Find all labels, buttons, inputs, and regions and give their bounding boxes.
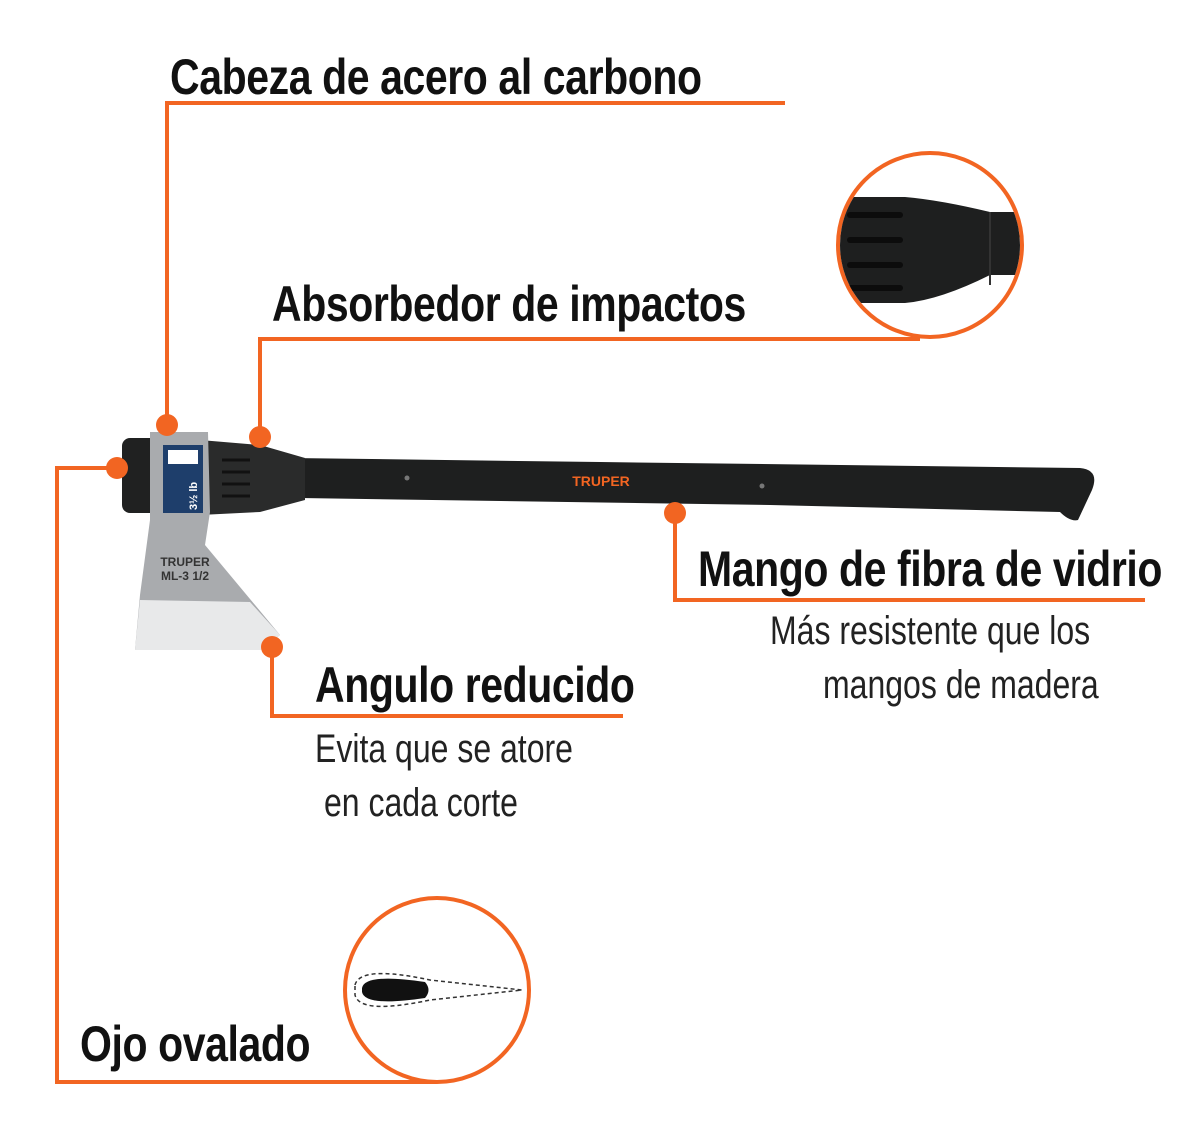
callout-desc-angle-1: Evita que se atore xyxy=(315,727,573,771)
axe-blade-edge xyxy=(135,600,280,650)
shock-absorber xyxy=(200,440,305,515)
callout-desc-handle-1: Más resistente que los xyxy=(770,609,1091,653)
head-brand-engraving: TRUPER xyxy=(160,555,210,569)
callout-dots xyxy=(106,414,686,658)
callout-title-shock-absorber: Absorbedor de impactos xyxy=(272,276,746,332)
absorber-ribs xyxy=(222,458,250,498)
handle-brand-logo: TRUPER xyxy=(572,473,630,489)
callout-title-eye: Ojo ovalado xyxy=(80,1016,311,1072)
label-weight: 3½ lb xyxy=(188,482,200,510)
head-model-engraving: ML-3 1/2 xyxy=(161,569,209,583)
callout-title-head: Cabeza de acero al carbono xyxy=(170,49,702,105)
callout-desc-angle-2: en cada corte xyxy=(324,781,518,825)
fiberglass-handle xyxy=(290,458,1095,521)
oval-eye-diagram xyxy=(354,972,523,1008)
absorber-detail-zoom xyxy=(840,197,1020,303)
callout-title-handle: Mango de fibra de vidrio xyxy=(698,541,1162,597)
callout-lines xyxy=(55,101,1145,1084)
callout-desc-handle-2: mangos de madera xyxy=(823,663,1099,707)
callout-title-angle: Angulo reducido xyxy=(315,657,635,713)
